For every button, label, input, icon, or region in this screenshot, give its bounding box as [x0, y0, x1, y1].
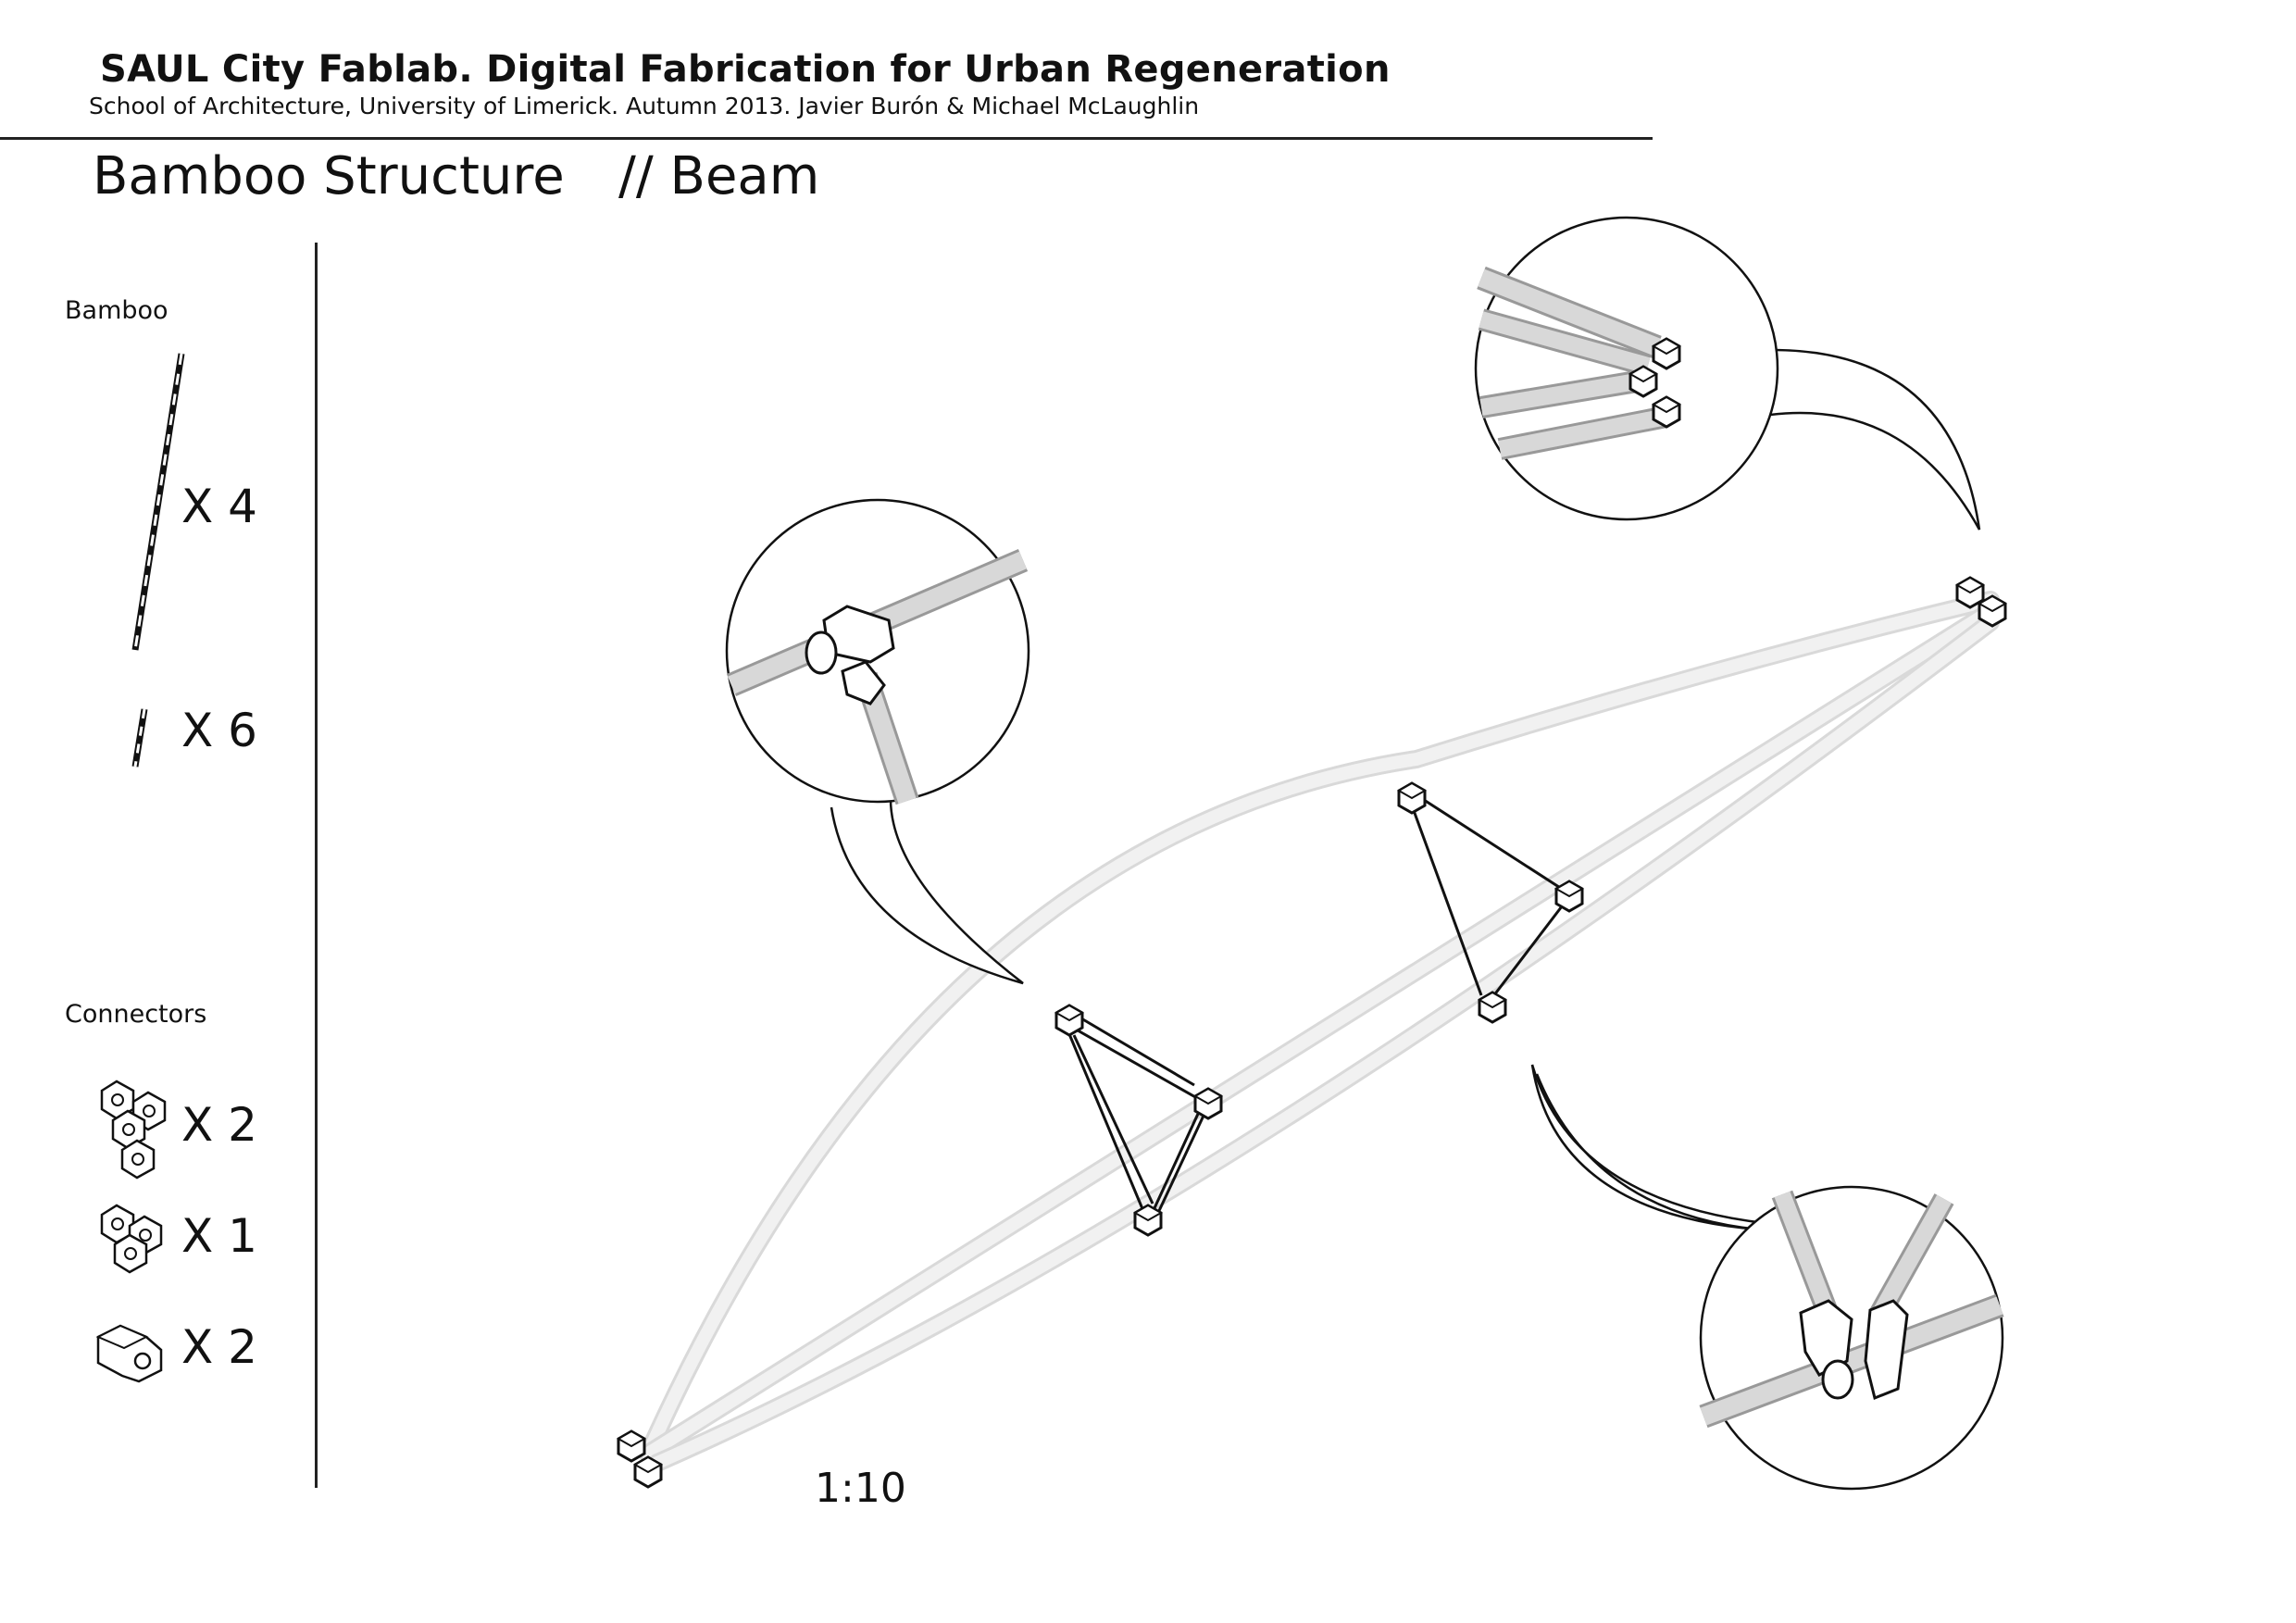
header-rule [0, 137, 1653, 140]
connectors-section-label: Connectors [65, 1000, 207, 1029]
three-way-connector-icon [100, 1204, 163, 1274]
long-bamboo-qty: X 4 [181, 480, 257, 533]
bamboo-section-label: Bamboo [65, 296, 168, 325]
short-bamboo-icon [131, 708, 148, 768]
long-bamboo-icon [131, 353, 185, 651]
four-way-connector-icon [100, 1080, 167, 1180]
detail-callout-right [1474, 216, 1981, 531]
beam-bamboo-members [639, 591, 2000, 1472]
three-way-connector-qty: X 1 [181, 1209, 257, 1263]
triangle-frame-right [1397, 781, 1584, 1024]
detail-callout-bottom [1530, 1064, 2004, 1491]
legend-divider [315, 243, 318, 1488]
sheet-subtitle: // Beam [618, 146, 820, 206]
triangle-frame-left [1054, 1004, 1223, 1237]
two-way-connector-qty: X 2 [181, 1320, 257, 1374]
two-way-connector-icon [95, 1324, 163, 1383]
detail-callout-left [725, 498, 1030, 985]
drawing-subtitle: School of Architecture, University of Li… [89, 93, 1200, 119]
drawing-title: SAUL City Fablab. Digital Fabrication fo… [100, 48, 1391, 91]
scale-label: 1:10 [815, 1465, 906, 1512]
short-bamboo-qty: X 6 [181, 704, 257, 757]
four-way-connector-qty: X 2 [181, 1098, 257, 1152]
sheet-title: Bamboo Structure [93, 146, 565, 206]
